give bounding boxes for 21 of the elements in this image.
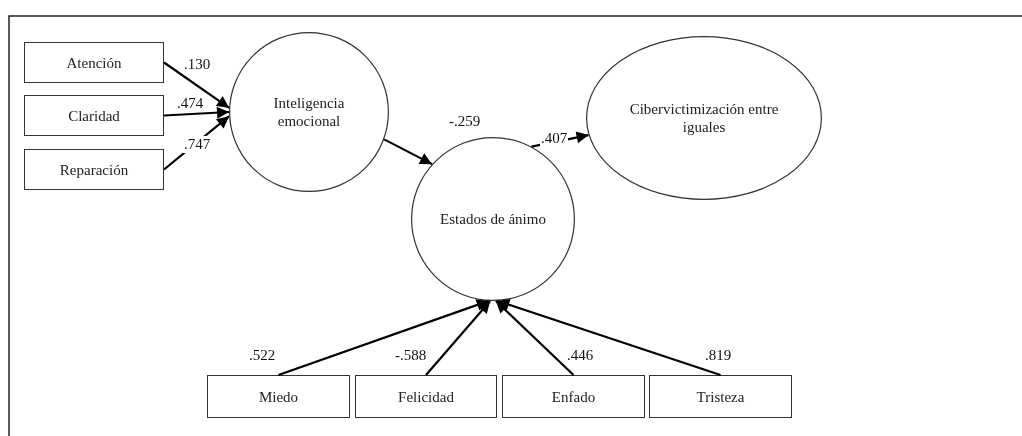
observed-variable-box xyxy=(207,375,350,418)
node-label: Tristeza xyxy=(696,387,745,406)
node-label: Reparación xyxy=(59,160,129,179)
observed-variable-box xyxy=(24,149,164,190)
latent-variable-ellipse xyxy=(229,32,389,192)
node-label: Cibervictimización entre iguales xyxy=(628,100,780,136)
node-label: Enfado xyxy=(551,387,596,406)
observed-variable-box xyxy=(24,42,164,83)
observed-variable-box xyxy=(649,375,792,418)
node-label: Inteligencia emocional xyxy=(272,94,346,130)
coefficient-label: .407 xyxy=(540,130,569,147)
latent-variable-ellipse xyxy=(586,36,822,200)
observed-variable-box xyxy=(355,375,497,418)
observed-variable-box xyxy=(502,375,645,418)
observed-variable-box xyxy=(24,95,164,136)
node-label: Atención xyxy=(66,53,122,72)
coefficient-label: .747 xyxy=(183,136,212,153)
node-label: Claridad xyxy=(68,106,120,125)
node-label: Estados de ánimo xyxy=(440,210,546,228)
node-label: Felicidad xyxy=(398,387,454,406)
node-label: Miedo xyxy=(258,387,299,406)
